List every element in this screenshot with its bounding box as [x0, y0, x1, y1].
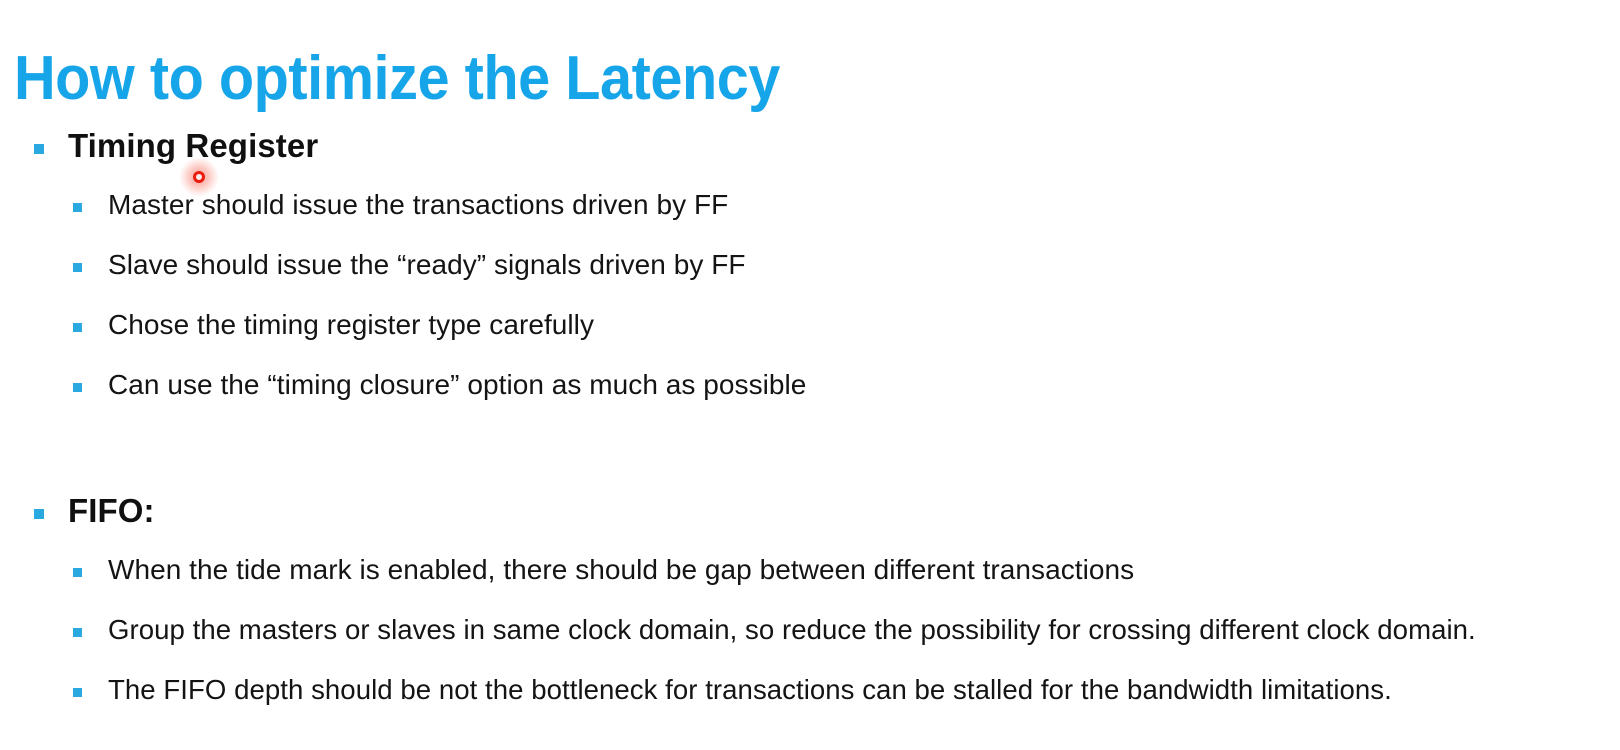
list-item: When the tide mark is enabled, there sho… — [0, 543, 1620, 603]
square-bullet-icon — [73, 263, 82, 272]
square-bullet-icon — [34, 509, 44, 519]
square-bullet-icon — [73, 203, 82, 212]
square-bullet-icon — [73, 568, 82, 577]
list-item-label: When the tide mark is enabled, there sho… — [108, 554, 1135, 585]
section-heading-label: FIFO: — [68, 492, 155, 529]
list-item-label: Group the masters or slaves in same cloc… — [108, 614, 1476, 645]
list-item-label: The FIFO depth should be not the bottlen… — [108, 674, 1392, 705]
list-item-label: Chose the timing register type carefully — [108, 309, 594, 340]
square-bullet-icon — [73, 628, 82, 637]
list-item: Chose the timing register type carefully — [0, 298, 1620, 358]
list-item-label: Can use the “timing closure” option as m… — [108, 369, 807, 400]
section-spacer — [0, 418, 1620, 483]
page-title: How to optimize the Latency — [14, 43, 780, 113]
square-bullet-icon — [34, 144, 44, 154]
section-heading-timing-register: Timing Register — [0, 118, 1620, 178]
square-bullet-icon — [73, 383, 82, 392]
section-heading-fifo: FIFO: — [0, 483, 1620, 543]
list-item: Can use the “timing closure” option as m… — [0, 358, 1620, 418]
square-bullet-icon — [73, 323, 82, 332]
list-item-label: Slave should issue the “ready” signals d… — [108, 249, 746, 280]
list-item: Slave should issue the “ready” signals d… — [0, 238, 1620, 298]
list-item: Group the masters or slaves in same cloc… — [0, 603, 1620, 663]
square-bullet-icon — [73, 688, 82, 697]
list-item-label: Master should issue the transactions dri… — [108, 189, 729, 220]
slide-body: Timing Register Master should issue the … — [0, 118, 1620, 723]
list-item: Master should issue the transactions dri… — [0, 178, 1620, 238]
list-item: The FIFO depth should be not the bottlen… — [0, 663, 1620, 723]
section-heading-label: Timing Register — [68, 127, 319, 164]
